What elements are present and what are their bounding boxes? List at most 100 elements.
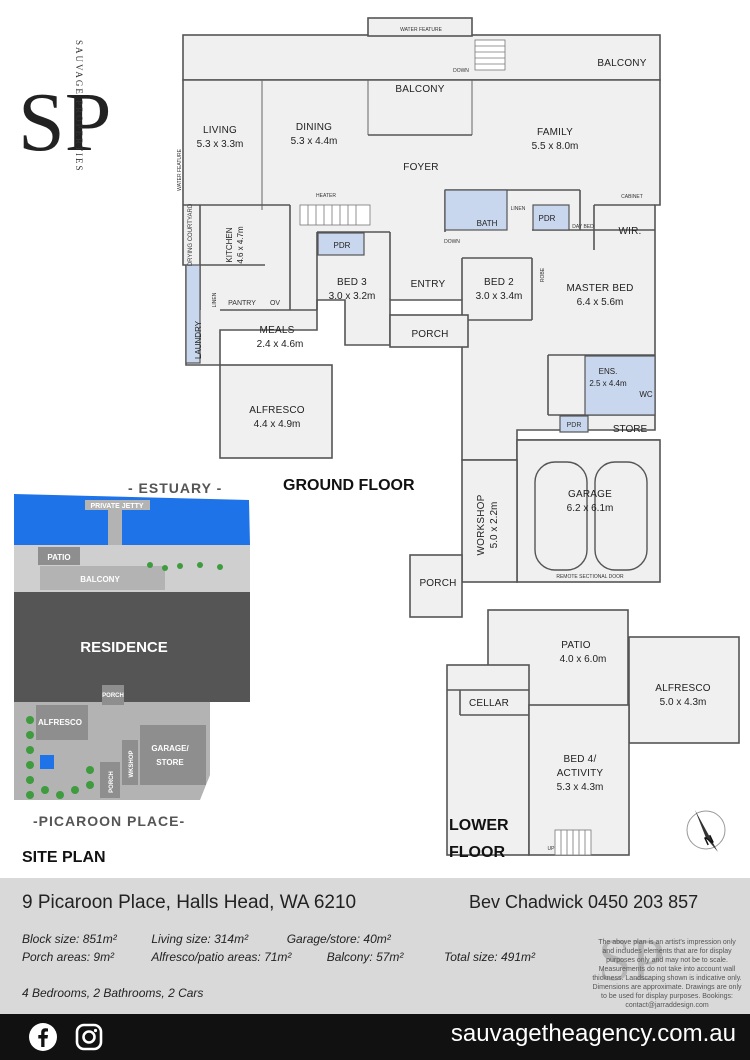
room-garage-dim: 6.2 x 6.1m	[567, 503, 614, 514]
site-store-label: STORE	[156, 758, 184, 767]
label-remote-door: REMOTE SECTIONAL DOOR	[556, 574, 624, 580]
stat-garage-store: Garage/store: 40m²	[287, 932, 391, 946]
room-garage-name: GARAGE	[568, 489, 612, 500]
website-link[interactable]: sauvagetheagency.com.au	[450, 1020, 736, 1047]
instagram-icon[interactable]	[74, 1022, 104, 1052]
site-plan-title: SITE PLAN	[22, 849, 106, 866]
label-cabinet: CABINET	[621, 194, 643, 200]
lower-floor-title-line1: LOWER	[449, 817, 509, 834]
stat-value: 491m²	[500, 950, 535, 964]
ground-floor-title: GROUND FLOOR	[283, 477, 415, 494]
stat-value: 851m²	[82, 932, 117, 946]
room-bed4-name: BED 4/	[564, 754, 597, 765]
site-estuary-label: - ESTUARY -	[128, 480, 222, 496]
label-balcony-right: BALCONY	[597, 58, 646, 69]
stat-living-size: Living size: 314m²	[151, 932, 283, 946]
property-summary: 4 Bedrooms, 2 Bathrooms, 2 Cars	[22, 986, 204, 1000]
site-jetty-walk	[108, 510, 122, 545]
compass-arrow-icon	[695, 810, 718, 852]
stat-alfresco-patio: Alfresco/patio areas: 71m²	[151, 950, 323, 964]
disclaimer-text: The above plan is an artist's impression…	[592, 939, 742, 1009]
stat-total-size: Total size: 491m²	[444, 950, 535, 964]
listing-info-panel: SP 9 Picaroon Place, Halls Head, WA 6210…	[0, 878, 750, 1014]
label-wc: WC	[639, 390, 653, 399]
label-linen-1: LINEN	[511, 206, 526, 212]
lower-alfresco	[628, 636, 740, 744]
logo: SP SAUVAGE PROPERTIES	[18, 40, 111, 173]
room-master-name: MASTER BED	[566, 283, 633, 294]
site-jetty	[85, 500, 150, 510]
label-pantry: PANTRY	[228, 300, 256, 307]
logo-side-text: SAUVAGE PROPERTIES	[74, 40, 84, 173]
label-store: STORE	[613, 424, 648, 435]
room-bed3-dim: 3.0 x 3.2m	[329, 291, 376, 302]
site-jetty-label: PRIVATE JETTY	[90, 503, 143, 510]
site-balcony-label: BALCONY	[80, 575, 120, 584]
room-family-dim: 5.5 x 8.0m	[532, 141, 579, 152]
stat-value: 9m²	[93, 950, 115, 964]
stat-label: Porch areas:	[22, 950, 91, 964]
label-down-2: DOWN	[444, 239, 460, 245]
label-day-bed: DAY BED	[572, 224, 594, 230]
bath-room	[444, 189, 508, 231]
label-pdr-2: PDR	[539, 214, 556, 223]
room-alfresco-name: ALFRESCO	[249, 405, 305, 416]
room-ens-dim: 2.5 x 4.4m	[589, 379, 627, 388]
stat-value: 71m²	[264, 950, 292, 964]
site-street-label: -PICAROON PLACE-	[33, 813, 185, 829]
pdr-room-2	[532, 204, 570, 231]
room-patio-dim: 4.0 x 6.0m	[560, 654, 607, 665]
compass-ring	[686, 810, 726, 850]
site-pool	[40, 755, 54, 769]
stat-label: Garage/store:	[286, 932, 361, 946]
label-water-feature-top: WATER FEATURE	[400, 27, 443, 33]
lower-floor-title-line2: FLOOR	[449, 844, 505, 861]
room-patio-name: PATIO	[561, 640, 591, 651]
stats-row-2: Porch areas: 9m² Alfresco/patio areas: 7…	[22, 950, 535, 964]
site-patio	[38, 547, 80, 565]
label-water-feature-side: WATER FEATURE	[177, 148, 183, 191]
stat-label: Balcony:	[326, 950, 373, 964]
site-alfresco-label: ALFRESCO	[38, 718, 82, 727]
workshop-room	[461, 459, 518, 583]
room-family-name: FAMILY	[537, 127, 573, 138]
label-linen-2: LINEN	[212, 292, 218, 307]
room-bed3-name: BED 3	[337, 277, 367, 288]
lower-floor-labels: PATIO 4.0 x 6.0m ALFRESCO 5.0 x 4.3m BED…	[449, 640, 711, 861]
agent-contact: Bev Chadwick 0450 203 857	[469, 892, 699, 912]
stat-balcony: Balcony: 57m²	[327, 950, 441, 964]
label-up: UP	[548, 846, 556, 852]
site-plan: - ESTUARY - PRIVATE JETTY PATIO BALCONY …	[14, 480, 250, 866]
stat-label: Block size:	[22, 932, 80, 946]
porch-front	[389, 314, 469, 348]
site-residence	[14, 592, 250, 702]
stat-label: Alfresco/patio areas:	[151, 950, 261, 964]
label-bath: BATH	[477, 219, 498, 228]
room-living-dim: 5.3 x 3.3m	[197, 139, 244, 150]
label-cellar: CELLAR	[469, 698, 509, 709]
label-ov: OV	[270, 300, 280, 307]
label-porch-side: PORCH	[419, 578, 456, 589]
stats-row-1: Block size: 851m² Living size: 314m² Gar…	[22, 932, 391, 946]
alfresco-area	[219, 364, 333, 459]
site-porch-2	[100, 762, 120, 798]
site-estuary-water	[14, 494, 250, 545]
label-drying-courtyard: DRYING COURTYARD	[188, 203, 194, 266]
room-lower-alfresco-dim: 5.0 x 4.3m	[660, 697, 707, 708]
facebook-icon[interactable]	[28, 1022, 58, 1052]
footer-bar: sauvagetheagency.com.au	[0, 1014, 750, 1060]
north-compass: N	[686, 810, 726, 852]
car-outline-2	[594, 461, 648, 571]
label-balcony-main: BALCONY	[395, 84, 444, 95]
lower-floor-plan	[446, 609, 740, 856]
stat-value: 314m²	[214, 932, 249, 946]
stat-porch-areas: Porch areas: 9m²	[22, 950, 148, 964]
site-workshop-label: WKSHOP	[129, 751, 135, 778]
room-bed2-dim: 3.0 x 3.4m	[476, 291, 523, 302]
site-garage-label: GARAGE/	[151, 744, 189, 753]
label-laundry: LAUNDRY	[194, 320, 203, 359]
room-living-name: LIVING	[203, 125, 237, 136]
room-dining-dim: 5.3 x 4.4m	[291, 136, 338, 147]
stat-block-size: Block size: 851m²	[22, 932, 148, 946]
label-foyer: FOYER	[403, 162, 438, 173]
